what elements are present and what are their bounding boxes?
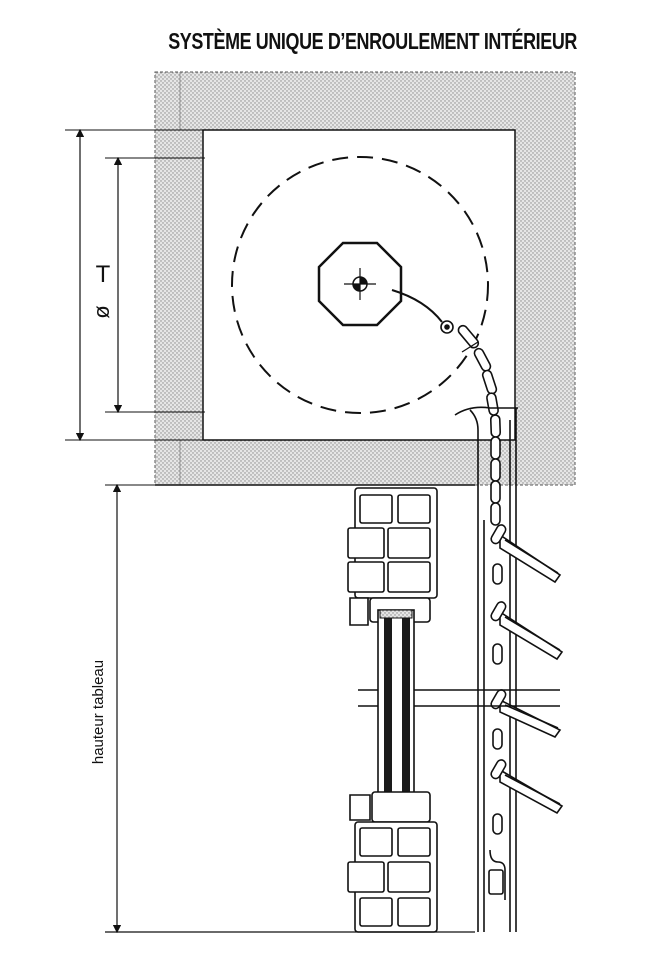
window-frame-bottom	[347, 791, 438, 933]
diagram-title: SYSTÈME UNIQUE D’ENROULEMENT INTÉRIEUR	[168, 28, 577, 54]
dimension-diameter: ø	[89, 156, 205, 414]
slats	[488, 524, 564, 900]
roller-circle-dashed-icon	[231, 156, 489, 414]
window-frame-top	[347, 487, 438, 626]
dimension-T: T	[65, 128, 205, 442]
crosshair-icon	[344, 268, 376, 300]
dimension-height: hauteur tableau	[90, 483, 475, 934]
height-label: hauteur tableau	[90, 660, 107, 764]
chain-links	[440, 320, 502, 526]
strap	[391, 289, 443, 323]
glass-pane	[377, 609, 415, 807]
dimension-T-label: T	[96, 261, 111, 288]
dimension-diameter-label: ø	[89, 305, 114, 318]
guide-rail	[454, 406, 518, 932]
